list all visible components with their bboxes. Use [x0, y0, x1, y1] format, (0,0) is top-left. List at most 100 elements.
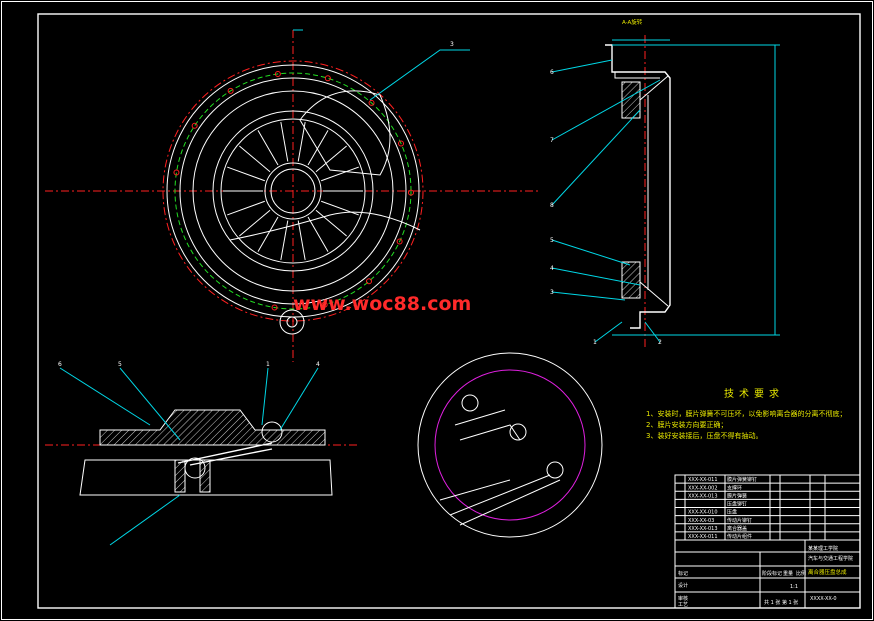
- finger-slot: [315, 145, 347, 173]
- finger-slot: [227, 200, 265, 216]
- part-code: XXX-XX-013: [688, 526, 718, 532]
- finger-slot: [315, 209, 347, 237]
- finger-slot: [227, 166, 265, 182]
- section-view: 6 5 1 4: [45, 361, 360, 546]
- rivet-hole: [271, 304, 278, 311]
- part-name: 膜片弹簧: [727, 492, 747, 499]
- part-code: XXX-XX-011: [688, 477, 718, 483]
- rivet-hole: [365, 278, 372, 285]
- finger-slot: [307, 130, 329, 166]
- part-code: XXX-XX-03: [688, 518, 714, 524]
- finger-slot: [257, 216, 279, 252]
- row-label-1: 设计: [678, 582, 688, 589]
- requirement-3: 3、装好安装接后，压盘不得有抽动。: [646, 431, 762, 440]
- rivet-hole: [227, 87, 234, 94]
- technical-requirements: 技术要求 1、安装时，膜片弹簧不可压坏，以免影响离合器的分离不彻底； 2、膜片安…: [646, 387, 846, 440]
- part-code: XXX-XX-010: [688, 510, 718, 516]
- requirements-title: 技术要求: [724, 387, 784, 400]
- sheet-count: 共 1 张 第 1 张: [764, 599, 798, 606]
- row-label-0: 标记: [678, 570, 688, 577]
- section-balloon: 1: [266, 361, 270, 368]
- part-code: XXX-XX-002: [688, 485, 718, 491]
- leader-line: [551, 59, 613, 73]
- section-leaders: 6 5 1 4: [58, 361, 320, 546]
- side-balloon: 5: [550, 237, 554, 244]
- rivet-hole: [398, 140, 405, 147]
- finger-slot: [297, 220, 306, 261]
- requirement-2: 2、膜片安装方向要正确；: [646, 420, 727, 429]
- row-label-2: 审核: [678, 595, 688, 602]
- leader-line: [109, 494, 181, 546]
- leader-line: [551, 267, 641, 286]
- leader-line: [551, 239, 631, 266]
- rivet-hole: [368, 99, 375, 106]
- section-balloon: 6: [58, 361, 62, 368]
- part-code: XXX-XX-011: [688, 534, 718, 540]
- rivet-hole: [396, 238, 403, 245]
- finger-slot: [280, 220, 289, 261]
- section-label: A-A旋转: [622, 18, 643, 26]
- side-balloon: 7: [550, 137, 554, 144]
- finger-slot: [321, 166, 359, 182]
- leader-line: [644, 321, 661, 343]
- school-name: 某某理工学院: [808, 545, 838, 552]
- rivet-holes: [173, 70, 414, 311]
- side-balloon: 4: [550, 265, 554, 272]
- finger-slot: [239, 209, 271, 237]
- part-name: 支撑环: [727, 484, 742, 491]
- side-balloon: 6: [550, 69, 554, 76]
- col-label-0: 阶段标记: [762, 570, 782, 577]
- front-balloon-3: 3: [450, 41, 454, 48]
- front-view: 3: [45, 29, 540, 362]
- finger-slot: [257, 130, 279, 166]
- rivet-hole: [407, 189, 414, 196]
- leader-line: [551, 291, 626, 301]
- part-name: 压盘: [727, 509, 737, 516]
- leader-line: [594, 321, 623, 343]
- detail-view: [417, 352, 603, 538]
- drawing-name: 离合器压盘总成: [808, 568, 847, 576]
- department-name: 汽车与交通工程学院: [808, 555, 853, 562]
- finger-slot: [321, 200, 359, 216]
- rivet-hole: [324, 75, 331, 82]
- leader-line: [279, 367, 319, 431]
- part-name: 传动片铆钉: [727, 517, 752, 524]
- leader-line: [59, 367, 151, 426]
- rivet-hole: [274, 70, 281, 77]
- side-balloon: 8: [550, 202, 554, 209]
- section-balloon: 4: [316, 361, 320, 368]
- parts-list: XXX-XX-011 膜片弹簧铆钉 XXX-XX-002 支撑环 XXX-XX-013 膜…: [674, 474, 861, 541]
- drawing-scale: 1:1: [790, 584, 798, 590]
- rivet-hole: [191, 122, 198, 129]
- finger-slot: [239, 145, 271, 173]
- watermark: www.woc88.com: [293, 293, 471, 315]
- rivet-hole: [321, 301, 328, 308]
- part-name: 传动片组件: [727, 533, 752, 540]
- section-balloon: 5: [118, 361, 122, 368]
- drawing-number: XXXX-XX-0: [810, 596, 837, 602]
- finger-slot: [307, 216, 329, 252]
- finger-slot: [280, 121, 289, 162]
- side-leaders: 6 7 8 5 4 3 1 2: [550, 59, 662, 346]
- diaphragm-fingers: [223, 121, 363, 261]
- side-balloon: 1: [593, 339, 597, 346]
- col-label-2: 比例: [796, 570, 806, 577]
- finger-slot: [297, 121, 306, 162]
- requirement-1: 1、安装时，膜片弹簧不可压坏，以免影响离合器的分离不彻底；: [646, 409, 846, 418]
- inner-border: [37, 13, 861, 609]
- side-balloon: 2: [658, 339, 662, 346]
- leader-line: [551, 109, 641, 206]
- leader-line: [261, 367, 269, 426]
- side-balloon: 3: [550, 289, 554, 296]
- row-label-3: 工艺: [678, 602, 688, 608]
- part-name: 离合器盖: [727, 525, 747, 532]
- col-label-1: 重量: [783, 570, 793, 577]
- part-name: 压盘铆钉: [727, 501, 747, 508]
- part-code: XXX-XX-013: [688, 493, 718, 499]
- side-view: A-A旋转 6 7 8 5 4 3 1 2: [550, 18, 780, 350]
- leader-line: [119, 367, 181, 441]
- rivet-hole: [173, 169, 180, 176]
- part-name: 膜片弹簧铆钉: [727, 476, 757, 483]
